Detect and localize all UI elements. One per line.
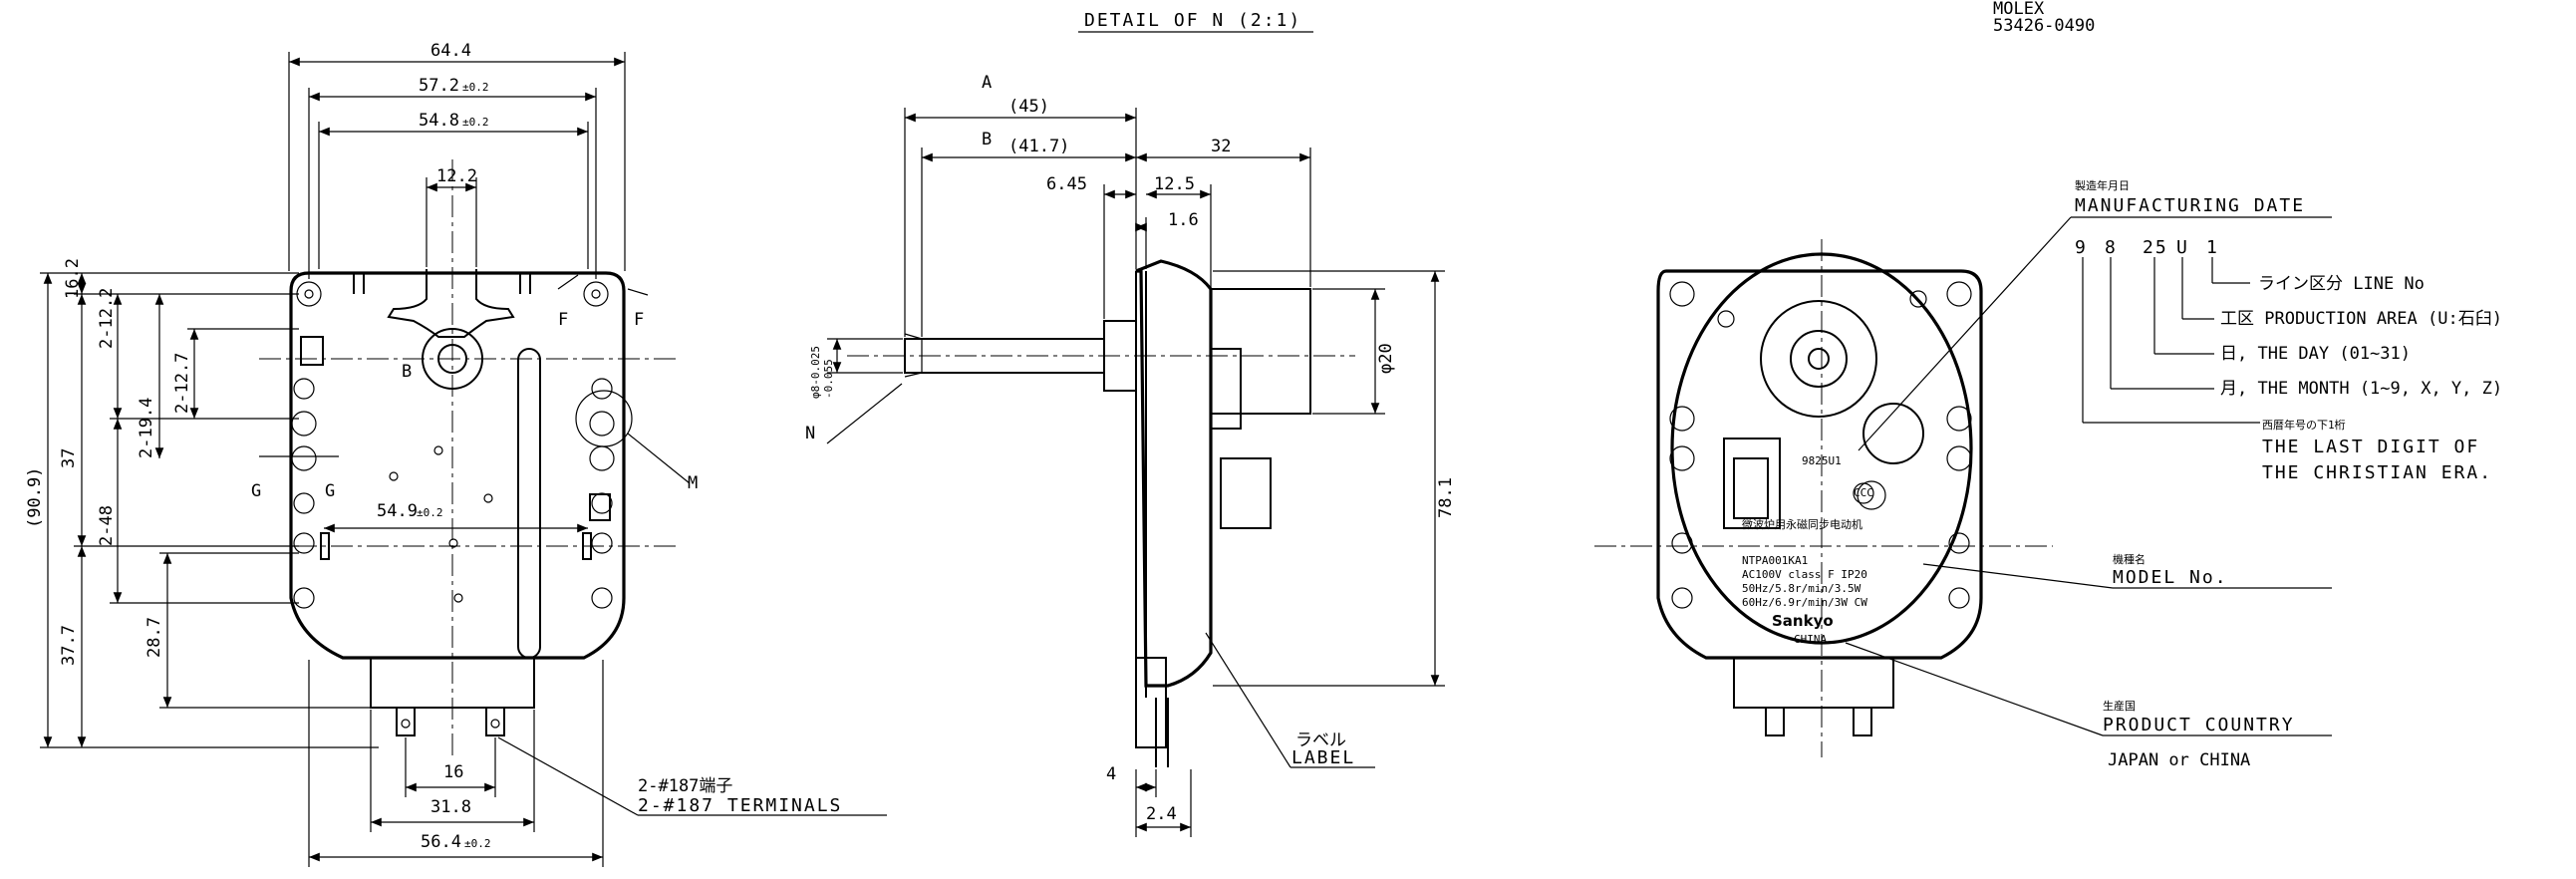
label-g1: G: [251, 481, 261, 501]
dim-12-5: 12.5: [1154, 174, 1195, 194]
motor-code: 9825U1: [1802, 454, 1842, 467]
ccc-mark: CCC: [1854, 486, 1873, 499]
dim-2-12-7: 2-12.7: [172, 353, 192, 414]
dim-inner-width: 54.8: [419, 111, 459, 131]
motor-spec1: AC100V class F IP20: [1742, 568, 1867, 581]
motor-origin: CHINA: [1794, 633, 1827, 646]
date-digit-2: 8: [2105, 237, 2118, 258]
production-area: 工区 PRODUCTION AREA (U:石臼): [2220, 309, 2502, 329]
dim-90-9: (90.9): [25, 467, 45, 528]
dim-56-4: 56.4: [421, 832, 461, 852]
dim-56-4-tol: ±0.2: [464, 837, 491, 850]
dim-2-19-4: 2-19.4: [137, 398, 156, 458]
dim-37: 37: [59, 448, 79, 468]
last-digit-en-2: THE CHRISTIAN ERA.: [2262, 462, 2492, 483]
dim-2-12-2: 2-12.2: [97, 288, 117, 349]
country-jp: 生産国: [2103, 699, 2136, 713]
the-month: 月, THE MONTH (1~9, X, Y, Z): [2220, 379, 2502, 399]
last-digit-jp: 西暦年号の下1桁: [2262, 418, 2346, 432]
dim-mount-tol: ±0.2: [462, 81, 489, 94]
line-no: ライン区分 LINE No: [2258, 274, 2425, 294]
label-g2: G: [325, 481, 335, 501]
dim-2-48: 2-48: [97, 505, 117, 546]
date-digit-1: 9: [2075, 237, 2088, 258]
molex-part-number: 53426-0490: [1993, 16, 2095, 36]
model-en: MODEL No.: [2113, 567, 2228, 588]
side-view: A (45) B (41.7) 32 6.45 12.5 1.6 N 4 2.4…: [805, 73, 1456, 837]
dim-45: (45): [1008, 97, 1049, 117]
the-day: 日, THE DAY (01~31): [2220, 344, 2411, 364]
motor-spec3: 60Hz/6.9r/min/3W CW: [1742, 596, 1867, 609]
molex-label: MOLEX: [1993, 0, 2045, 19]
date-digit-4: U: [2176, 237, 2189, 258]
label-view: 9825U1 CCC 微波炉用永磁同步电动机 NTPA001KA1 AC100V…: [1594, 178, 2502, 770]
country-value: JAPAN or CHINA: [2108, 750, 2250, 770]
label-f1: F: [558, 310, 568, 330]
motor-brand: Sankyo: [1772, 612, 1834, 630]
last-digit-en-1: THE LAST DIGIT OF: [2262, 437, 2479, 457]
dim-54-9-tol: ±0.2: [417, 506, 443, 519]
dim-hub-width: 12.2: [436, 166, 477, 186]
motor-cn: 微波炉用永磁同步电动机: [1742, 517, 1862, 531]
mfg-date-jp: 製造年月日: [2075, 178, 2130, 192]
dim-41-7: (41.7): [1008, 137, 1069, 156]
date-digit-3: 25: [2143, 237, 2168, 258]
country-en: PRODUCT COUNTRY: [2103, 715, 2295, 735]
model-jp: 機種名: [2113, 552, 2146, 566]
dim-4: 4: [1106, 764, 1116, 784]
dim-31-8: 31.8: [430, 797, 471, 817]
label-b-side: B: [982, 130, 992, 149]
dim-16-2: 16.2: [63, 258, 83, 299]
dim-overall-width: 64.4: [430, 41, 471, 61]
terminals-jp: 2-#187端子: [638, 776, 732, 796]
dim-32: 32: [1211, 137, 1231, 156]
detail-title: DETAIL OF N (2:1): [1084, 10, 1301, 31]
motor-spec2: 50Hz/5.8r/min/3.5W: [1742, 582, 1861, 595]
motor-model: NTPA001KA1: [1742, 554, 1808, 567]
dim-28-7: 28.7: [144, 617, 164, 658]
dim-shaft: φ8-0.025: [809, 346, 822, 399]
dim-6-45: 6.45: [1046, 174, 1087, 194]
header: DETAIL OF N (2:1) MOLEX 53426-0490: [1078, 0, 2095, 36]
dim-37-7: 37.7: [59, 625, 79, 666]
label-f2: F: [634, 310, 644, 330]
dim-1-6: 1.6: [1168, 210, 1199, 230]
label-n: N: [805, 424, 815, 443]
date-digit-5: 1: [2206, 237, 2219, 258]
dim-inner-tol: ±0.2: [462, 116, 489, 129]
dim-16: 16: [443, 762, 463, 782]
label-en: LABEL: [1291, 747, 1355, 768]
terminals-en: 2-#187 TERMINALS: [638, 795, 842, 816]
label-a: A: [982, 73, 992, 93]
dim-mount-width: 57.2: [419, 76, 459, 96]
mfg-date-en: MANUFACTURING DATE: [2075, 195, 2305, 216]
dim-78-1: 78.1: [1436, 477, 1456, 518]
label-jp: ラベル: [1295, 731, 1346, 750]
dim-shaft-tol: -0.055: [822, 359, 835, 399]
dim-2-4: 2.4: [1146, 804, 1177, 824]
label-b-front: B: [402, 362, 412, 382]
dim-54-9: 54.9: [377, 501, 418, 521]
label-m: M: [688, 473, 698, 493]
dim-phi-20: φ20: [1376, 343, 1396, 374]
front-view: 64.4 57.2 ±0.2 54.8 ±0.2 12.2 B F F G G …: [25, 41, 887, 867]
